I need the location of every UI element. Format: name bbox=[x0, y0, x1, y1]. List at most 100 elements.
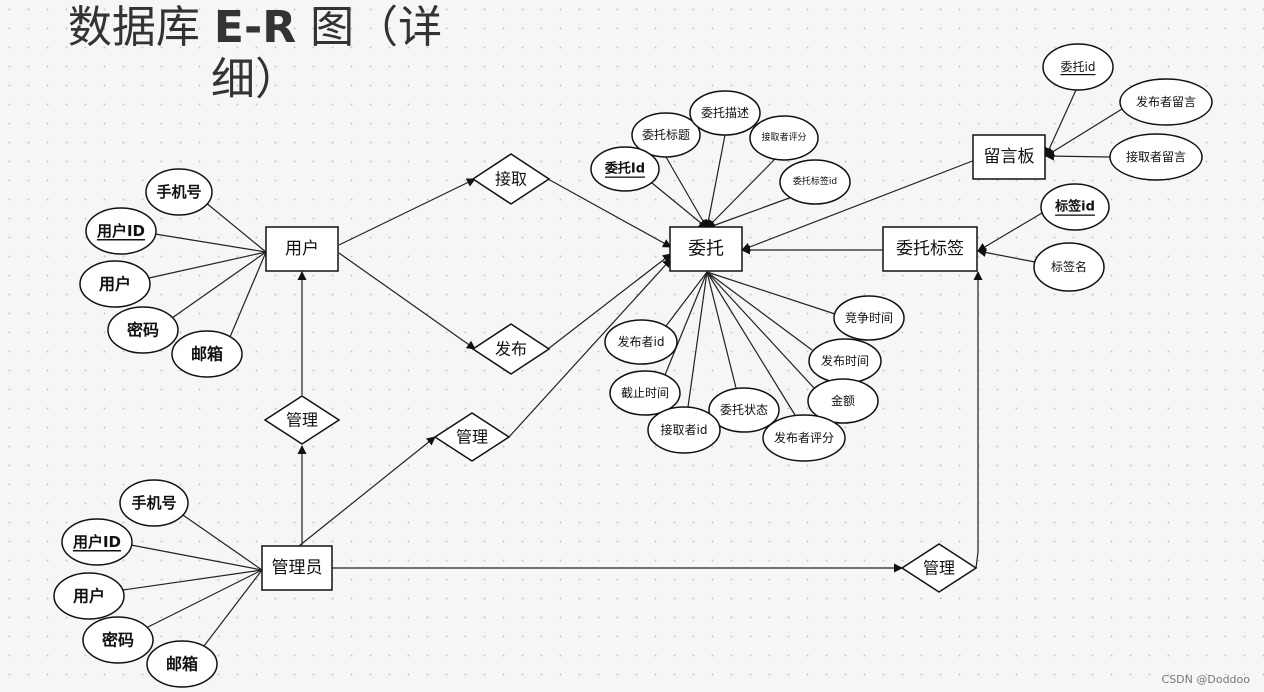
entity-entrust-shape bbox=[669, 226, 743, 272]
connector-admin-manage-entrust bbox=[298, 436, 436, 547]
attr-entrust-status-label: 委托状态 bbox=[720, 403, 768, 417]
attr-entrust-id: 委托Id bbox=[590, 146, 660, 192]
connector-tId bbox=[977, 212, 1043, 252]
connector-aPhone bbox=[179, 512, 263, 571]
attr-user-id-label: 用户ID bbox=[97, 222, 145, 240]
attr-user-id: 用户ID bbox=[85, 207, 157, 255]
attr-user-password: 密码 bbox=[107, 306, 179, 354]
attr-admin-id: 用户ID bbox=[61, 518, 133, 566]
attr-entrust-tag-id-shape bbox=[779, 159, 851, 205]
connector-accept-entrust bbox=[547, 178, 672, 248]
attr-user-phone: 手机号 bbox=[145, 168, 213, 216]
attr-user-password-label: 密码 bbox=[126, 321, 159, 340]
attr-entrust-tag-id-label: 委托标签id bbox=[793, 175, 837, 187]
attr-entrust-status: 委托状态 bbox=[708, 387, 780, 433]
attr-board-publisher-message-label: 发布者留言 bbox=[1136, 94, 1196, 109]
attr-entrust-tag-id: 委托标签id bbox=[779, 159, 851, 205]
relationship-manage-user-shape bbox=[263, 395, 341, 445]
attr-admin-password-label: 密码 bbox=[101, 631, 134, 650]
connector-eAccRt bbox=[706, 158, 776, 229]
entity-user-label: 用户 bbox=[285, 239, 319, 259]
attr-entrust-competition-time-label: 竞争时间 bbox=[845, 311, 893, 325]
connector-aId bbox=[130, 544, 263, 571]
relationship-manage-user: 管理 bbox=[263, 395, 341, 445]
attr-entrust-publisher-rating: 发布者评分 bbox=[762, 414, 846, 462]
attr-entrust-acceptor-rating-label: 接取者评分 bbox=[761, 131, 806, 143]
attr-entrust-publish-time-label: 发布时间 bbox=[821, 353, 869, 368]
relationship-manage-tag-shape bbox=[900, 543, 978, 593]
attr-tag-name-shape bbox=[1033, 242, 1105, 292]
attr-tag-name-label: 标签名 bbox=[1051, 259, 1087, 274]
connector-uMail bbox=[229, 251, 267, 338]
attr-admin-name-shape bbox=[53, 572, 125, 620]
connector-manage-entrust-entrust bbox=[508, 258, 672, 438]
attr-entrust-title-shape bbox=[631, 112, 701, 158]
entity-entrust-tag-shape bbox=[882, 226, 978, 272]
connector-eDead bbox=[664, 271, 708, 376]
attr-admin-phone-label: 手机号 bbox=[131, 494, 176, 512]
page-title: 数据库 E-R 图（详细） bbox=[67, 2, 443, 105]
connector-eAmt bbox=[706, 271, 815, 389]
attr-user-name-shape bbox=[79, 260, 151, 308]
attr-entrust-id-shape bbox=[590, 146, 660, 192]
relationship-manage-entrust-shape bbox=[433, 412, 511, 462]
attr-admin-email-label: 邮箱 bbox=[166, 655, 198, 674]
attr-admin-id-shape bbox=[61, 518, 133, 566]
attr-entrust-status-shape bbox=[708, 387, 780, 433]
attr-admin-password: 密码 bbox=[82, 616, 154, 664]
attr-admin-name-label: 用户 bbox=[73, 587, 105, 606]
attr-user-phone-label: 手机号 bbox=[156, 183, 201, 201]
attr-tag-id-label: 标签id bbox=[1054, 199, 1095, 215]
entity-entrust: 委托 bbox=[669, 226, 743, 272]
connector-bPub bbox=[1045, 108, 1123, 157]
attr-entrust-description-label: 委托描述 bbox=[701, 106, 749, 120]
attr-user-email: 邮箱 bbox=[171, 330, 243, 378]
attr-entrust-deadline-label: 截止时间 bbox=[621, 386, 669, 400]
connector-board-entrust bbox=[741, 159, 976, 252]
attr-entrust-amount: 金额 bbox=[807, 378, 879, 424]
attr-tag-id-shape bbox=[1040, 183, 1110, 231]
entity-admin-shape bbox=[261, 545, 333, 591]
connector-eTagId bbox=[706, 196, 793, 230]
attr-entrust-description-shape bbox=[689, 90, 761, 136]
relationship-manage-entrust-label: 管理 bbox=[456, 428, 488, 447]
relationship-manage-user-label: 管理 bbox=[286, 411, 318, 430]
attr-entrust-publish-time: 发布时间 bbox=[808, 338, 882, 384]
attr-entrust-description: 委托描述 bbox=[689, 90, 761, 136]
attr-user-email-label: 邮箱 bbox=[191, 345, 223, 364]
entity-user-shape bbox=[265, 226, 339, 272]
attr-admin-email: 邮箱 bbox=[146, 640, 218, 688]
connector-eId bbox=[651, 182, 708, 229]
connector-uPhone bbox=[204, 201, 267, 253]
watermark: CSDN @Doddoo bbox=[1161, 673, 1250, 686]
attr-entrust-publisher-rating-label: 发布者评分 bbox=[774, 430, 834, 445]
entity-admin: 管理员 bbox=[261, 545, 333, 591]
relationship-manage-tag-label: 管理 bbox=[923, 559, 955, 578]
entity-admin-label: 管理员 bbox=[272, 558, 323, 578]
attr-admin-name: 用户 bbox=[53, 572, 125, 620]
attr-entrust-amount-shape bbox=[807, 378, 879, 424]
relationship-publish-label: 发布 bbox=[495, 340, 527, 359]
attr-entrust-publisher-rating-shape bbox=[762, 414, 846, 462]
connector-bEid bbox=[1045, 89, 1077, 157]
connector-eAccId bbox=[687, 271, 708, 408]
attr-board-entrust-id-shape bbox=[1042, 43, 1114, 91]
entity-message-board-label: 留言板 bbox=[984, 147, 1035, 167]
connector-manage-tag-tag bbox=[973, 271, 983, 569]
attr-admin-phone: 手机号 bbox=[119, 479, 189, 527]
attr-entrust-competition-time: 竞争时间 bbox=[833, 295, 905, 341]
attr-admin-id-label: 用户ID bbox=[73, 533, 121, 551]
attr-entrust-publisher-id-shape bbox=[604, 319, 678, 365]
relationship-accept-shape bbox=[471, 153, 551, 205]
relationship-manage-tag: 管理 bbox=[900, 543, 978, 593]
attr-user-name-label: 用户 bbox=[99, 275, 131, 294]
connector-ePubRt bbox=[706, 271, 796, 416]
attr-entrust-title: 委托标题 bbox=[631, 112, 701, 158]
connector-publish-entrust bbox=[547, 253, 672, 350]
attr-board-acceptor-message-label: 接取者留言 bbox=[1126, 149, 1186, 164]
attr-admin-email-shape bbox=[146, 640, 218, 688]
attr-board-entrust-id-label: 委托id bbox=[1061, 60, 1096, 74]
relationship-publish: 发布 bbox=[471, 323, 551, 375]
attr-entrust-acceptor-rating: 接取者评分 bbox=[749, 115, 819, 161]
attr-user-phone-shape bbox=[145, 168, 213, 216]
